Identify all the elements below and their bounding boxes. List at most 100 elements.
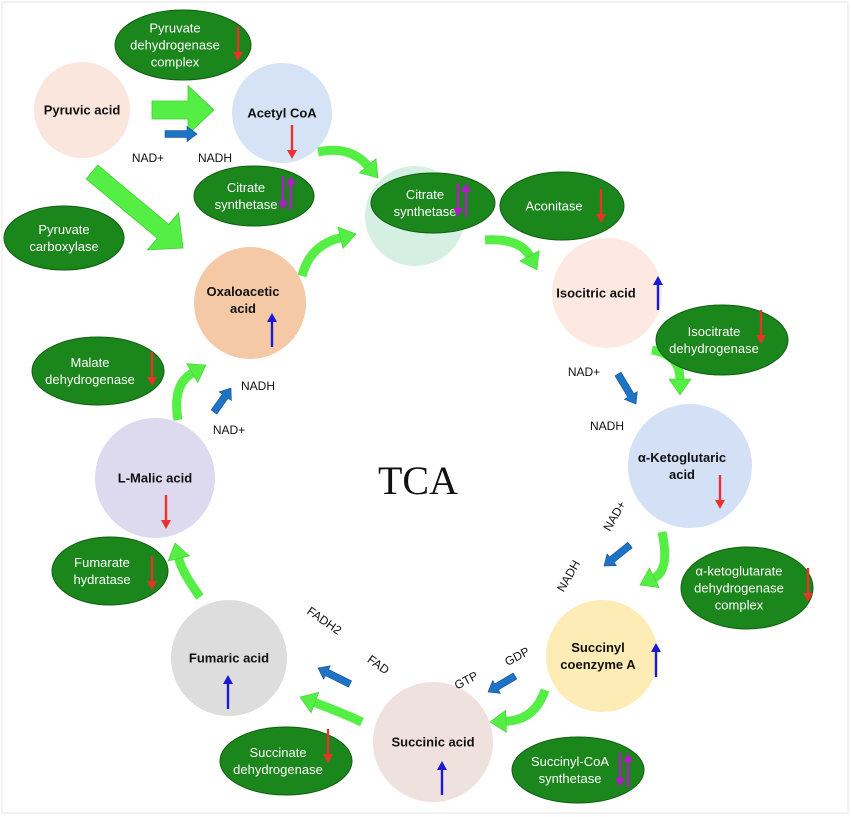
oxaloacetic-acid-circle [194, 247, 306, 359]
acetyl-coa-down-arrow-icon [287, 125, 297, 159]
fumaric-acid-up-arrow-icon [223, 675, 233, 709]
pyruvate-to-oxaloacetate-arrow [85, 164, 184, 251]
succinyl-coa-synthetase-up-arrow-icon [623, 753, 633, 787]
malate-dehydrogenase-down-arrow-icon [147, 352, 157, 386]
succinic-acid-up-arrow-icon [437, 761, 447, 795]
isocitric-acid-up-arrow-icon [653, 276, 663, 310]
acetyl-coa-node: Acetyl CoA [232, 63, 332, 163]
pyruvate-dehydrogenase-complex-ellipse [114, 9, 252, 81]
fad-to-fadh2-arrow [317, 665, 352, 688]
citrate-synthetase-1-ellipse [193, 165, 315, 227]
l-malic-acid-label: L-Malic acid [118, 471, 192, 486]
acetyl-coa-circle [232, 63, 332, 163]
nad-plus-2-label: NAD+ [568, 365, 600, 379]
succinyl-coenzyme-a-circle [546, 600, 658, 712]
cycle-title: TCA [378, 458, 458, 503]
citrate-synthetase-1-down-arrow-icon [278, 176, 288, 210]
alpha-ketoglutarate-dehydrogenase-complex-ellipse [680, 546, 814, 630]
succinic-acid-circle [373, 682, 493, 802]
malate-dehydrogenase-ellipse [31, 336, 165, 406]
pyruvate-to-acetyl-coa-arrow [151, 84, 215, 136]
pyruvic-acid-node: Pyruvic acid [34, 62, 130, 158]
succinyl-coa-synthetase-down-arrow-icon [615, 753, 625, 787]
l-malic-acid-node: L-Malic acid [95, 418, 215, 538]
nadh-1-label: NADH [198, 151, 232, 165]
fumaric-to-malic-arrow [167, 542, 204, 600]
succinyl-to-succinic-arrow [489, 688, 550, 733]
isocitric-acid-circle [552, 238, 662, 348]
alpha-ketoglutaric-acid-down-arrow-icon [715, 475, 725, 509]
pyruvate-carboxylase-ellipse [3, 205, 125, 271]
nad-plus-1-label: NAD+ [132, 151, 164, 165]
pyruvic-acid-circle [34, 62, 130, 158]
succinyl-coa-synthetase-ellipse [511, 736, 645, 804]
nadh-2-label: NADH [590, 419, 624, 433]
succinic-acid-label: Succinic acid [391, 735, 474, 750]
citrate-to-isocitrate-arrow [484, 235, 540, 271]
acetyl-coa-label: Acetyl CoA [247, 106, 317, 121]
isocitrate-dehydrogenase-down-arrow-icon [756, 310, 766, 344]
isocitric-acid-label: Isocitric acid [556, 286, 636, 301]
gdp-to-gtp-arrow [487, 672, 518, 694]
acetyl-coa-to-citrate-arrow [317, 145, 379, 179]
nad-to-nadh-arrow-2 [614, 371, 638, 405]
citrate-synthetase-2-ellipse [370, 172, 496, 234]
ketoglutarate-to-succinyl-arrow [639, 531, 670, 589]
aconitase-ellipse [499, 171, 625, 241]
metabolites: Pyruvic acid Acetyl CoA Isocitric acid α-Ke… [34, 62, 752, 802]
isocitric-acid-node: Isocitric acid [552, 238, 663, 348]
fumarate-hydratase-down-arrow-icon [147, 556, 157, 590]
fumaric-acid-circle [171, 600, 287, 716]
aconitase-enzyme: Aconitase [499, 171, 625, 241]
pyruvate-dehydrogenase-complex-down-arrow-icon [233, 27, 243, 61]
fumaric-acid-node: Fumaric acid [171, 600, 287, 716]
nad-to-nadh-arrow-1 [164, 125, 198, 143]
succinyl-coenzyme-a-up-arrow-icon [651, 643, 661, 677]
oxaloacetic-acid-up-arrow-icon [267, 313, 277, 347]
alpha-ketoglutaric-acid-circle [628, 404, 752, 528]
malic-to-oxaloacetate-arrow [172, 363, 207, 421]
fumarate-hydratase-ellipse [51, 536, 169, 606]
fumaric-acid-label: Fumaric acid [189, 651, 269, 666]
isocitrate-dehydrogenase-ellipse [655, 304, 789, 376]
oxaloacetate-to-citrate-arrow [297, 226, 357, 278]
succinate-dehydrogenase-ellipse [219, 726, 353, 796]
flow-arrows [85, 84, 692, 733]
succinic-to-fumaric-arrow [299, 691, 364, 727]
nad-to-nadh-arrow-4 [210, 387, 232, 415]
l-malic-acid-circle [95, 418, 215, 538]
aconitase-label: Aconitase [525, 199, 582, 214]
citrate-synthetase-2-up-arrow-icon [461, 183, 471, 217]
l-malic-acid-down-arrow-icon [161, 495, 171, 529]
pyruvic-acid-label: Pyruvic acid [44, 103, 121, 118]
nad-plus-4-label: NAD+ [213, 423, 245, 437]
nad-to-nadh-arrow-3 [603, 541, 633, 567]
